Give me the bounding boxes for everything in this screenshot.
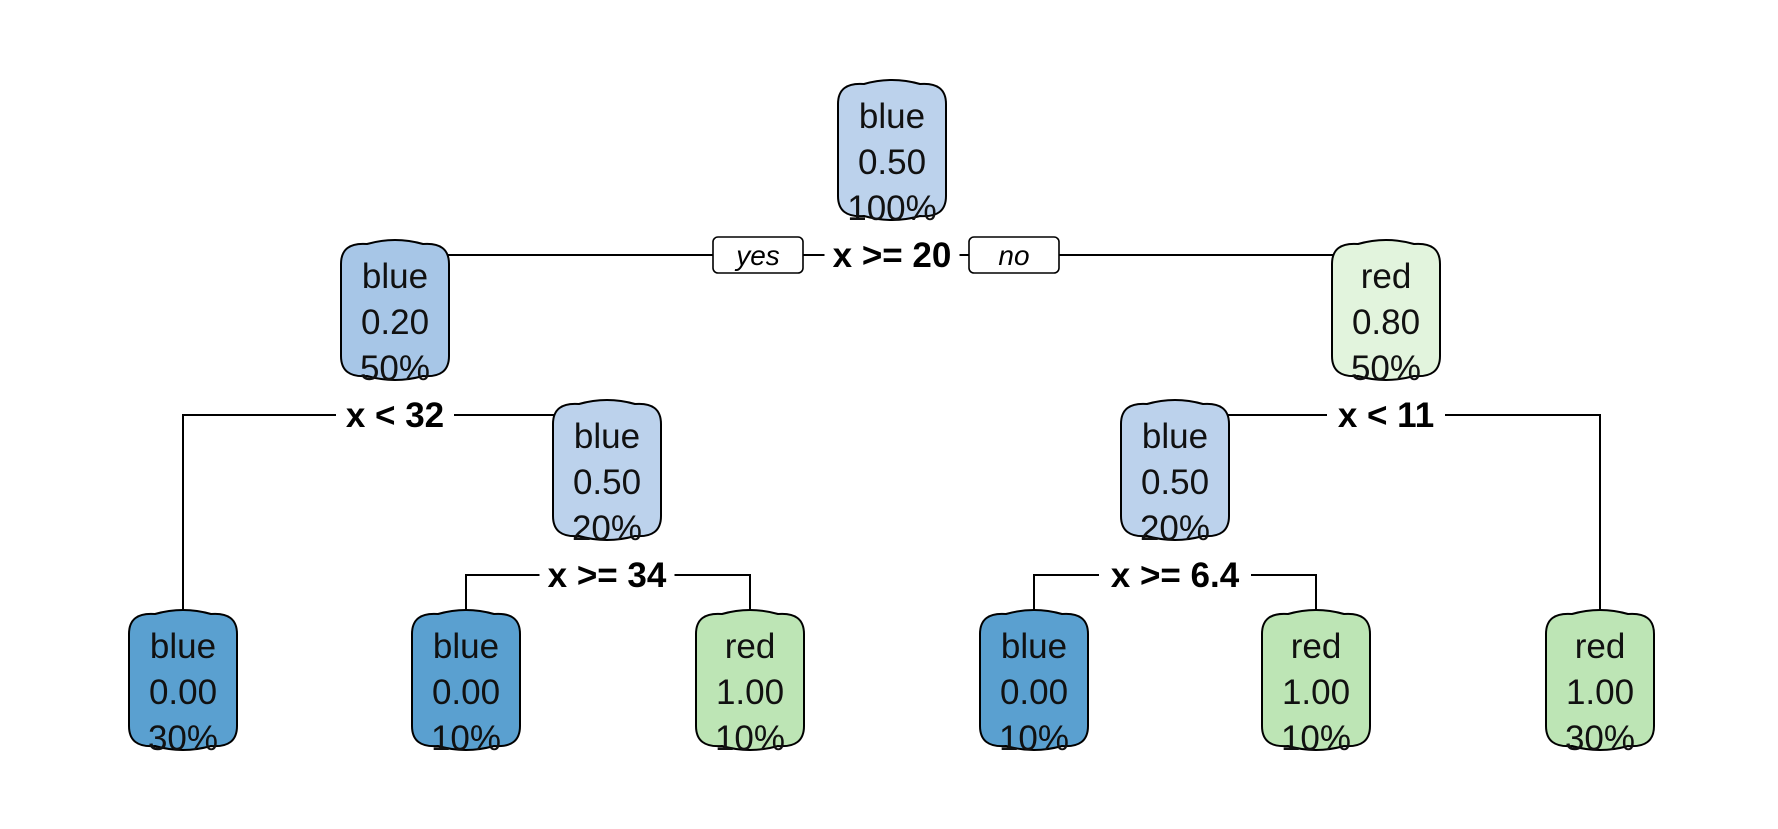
tree-node-n11: red 1.00 10% [695,609,805,758]
split-label-s1: x >= 20 [824,233,960,275]
node-percentage: 10% [999,719,1069,758]
node-probability: 0.00 [432,673,500,712]
yes-branch-label-text: yes [734,240,780,271]
node-probability: 0.80 [1352,303,1420,342]
node-box [1545,609,1655,751]
tree-node-n7: red 1.00 30% [1545,609,1655,758]
node-box [1120,399,1230,541]
node-class: blue [433,627,499,666]
tree-node-n5: blue 0.50 20% [552,399,662,548]
node-box [340,239,450,381]
split-labels: x >= 20 x < 32 x < 11 x >= 34 x >= 6.4 yes no [336,233,1445,595]
node-class: blue [1142,417,1208,456]
split-condition: x >= 20 [833,236,952,275]
node-probability: 0.00 [149,673,217,712]
node-percentage: 50% [1351,349,1421,388]
node-probability: 0.50 [858,143,926,182]
split-label-s3: x < 11 [1327,393,1445,435]
tree-node-n2: blue 0.20 50% [340,239,450,388]
split-label-s5: x >= 34 [539,553,675,595]
tree-node-n12: blue 0.00 10% [979,609,1089,758]
tree-node-n13: red 1.00 10% [1261,609,1371,758]
node-percentage: 10% [715,719,785,758]
node-percentage: 20% [1140,509,1210,548]
tree-node-n6: blue 0.50 20% [1120,399,1230,548]
yes-branch-label: yes [712,236,804,274]
tree-node-n4: blue 0.00 30% [128,609,238,758]
node-class: red [1575,627,1626,666]
split-label-s6: x >= 6.4 [1099,553,1251,595]
split-condition: x < 32 [346,396,444,435]
node-box [128,609,238,751]
split-label-s2: x < 32 [336,393,454,435]
node-percentage: 10% [1281,719,1351,758]
tree-node-n1: blue 0.50 100% [837,79,947,228]
node-percentage: 100% [847,189,937,228]
node-class: blue [362,257,428,296]
node-probability: 1.00 [1566,673,1634,712]
node-box [1261,609,1371,751]
node-probability: 1.00 [1282,673,1350,712]
node-probability: 0.00 [1000,673,1068,712]
node-box [411,609,521,751]
node-box [552,399,662,541]
node-class: red [1291,627,1342,666]
node-class: blue [574,417,640,456]
node-percentage: 10% [431,719,501,758]
node-percentage: 30% [148,719,218,758]
node-percentage: 30% [1565,719,1635,758]
node-box [979,609,1089,751]
split-condition: x >= 34 [548,556,667,595]
node-percentage: 20% [572,509,642,548]
node-probability: 1.00 [716,673,784,712]
no-branch-label: no [968,236,1060,274]
node-class: red [1361,257,1412,296]
node-probability: 0.50 [1141,463,1209,502]
node-probability: 0.20 [361,303,429,342]
node-class: blue [859,97,925,136]
edge-n3-right [1386,414,1601,612]
node-class: red [725,627,776,666]
tree-node-n3: red 0.80 50% [1331,239,1441,388]
tree-nodes: blue 0.50 100% blue 0.20 50% red 0.80 50% blue 0.5… [128,79,1655,758]
node-class: blue [1001,627,1067,666]
node-class: blue [150,627,216,666]
node-box [837,79,947,221]
tree-node-n10: blue 0.00 10% [411,609,521,758]
split-condition: x >= 6.4 [1111,556,1240,595]
edge-n2-left [182,414,395,612]
node-percentage: 50% [360,349,430,388]
split-condition: x < 11 [1338,396,1434,435]
node-box [695,609,805,751]
no-branch-label-text: no [998,240,1029,271]
node-box [1331,239,1441,381]
node-probability: 0.50 [573,463,641,502]
